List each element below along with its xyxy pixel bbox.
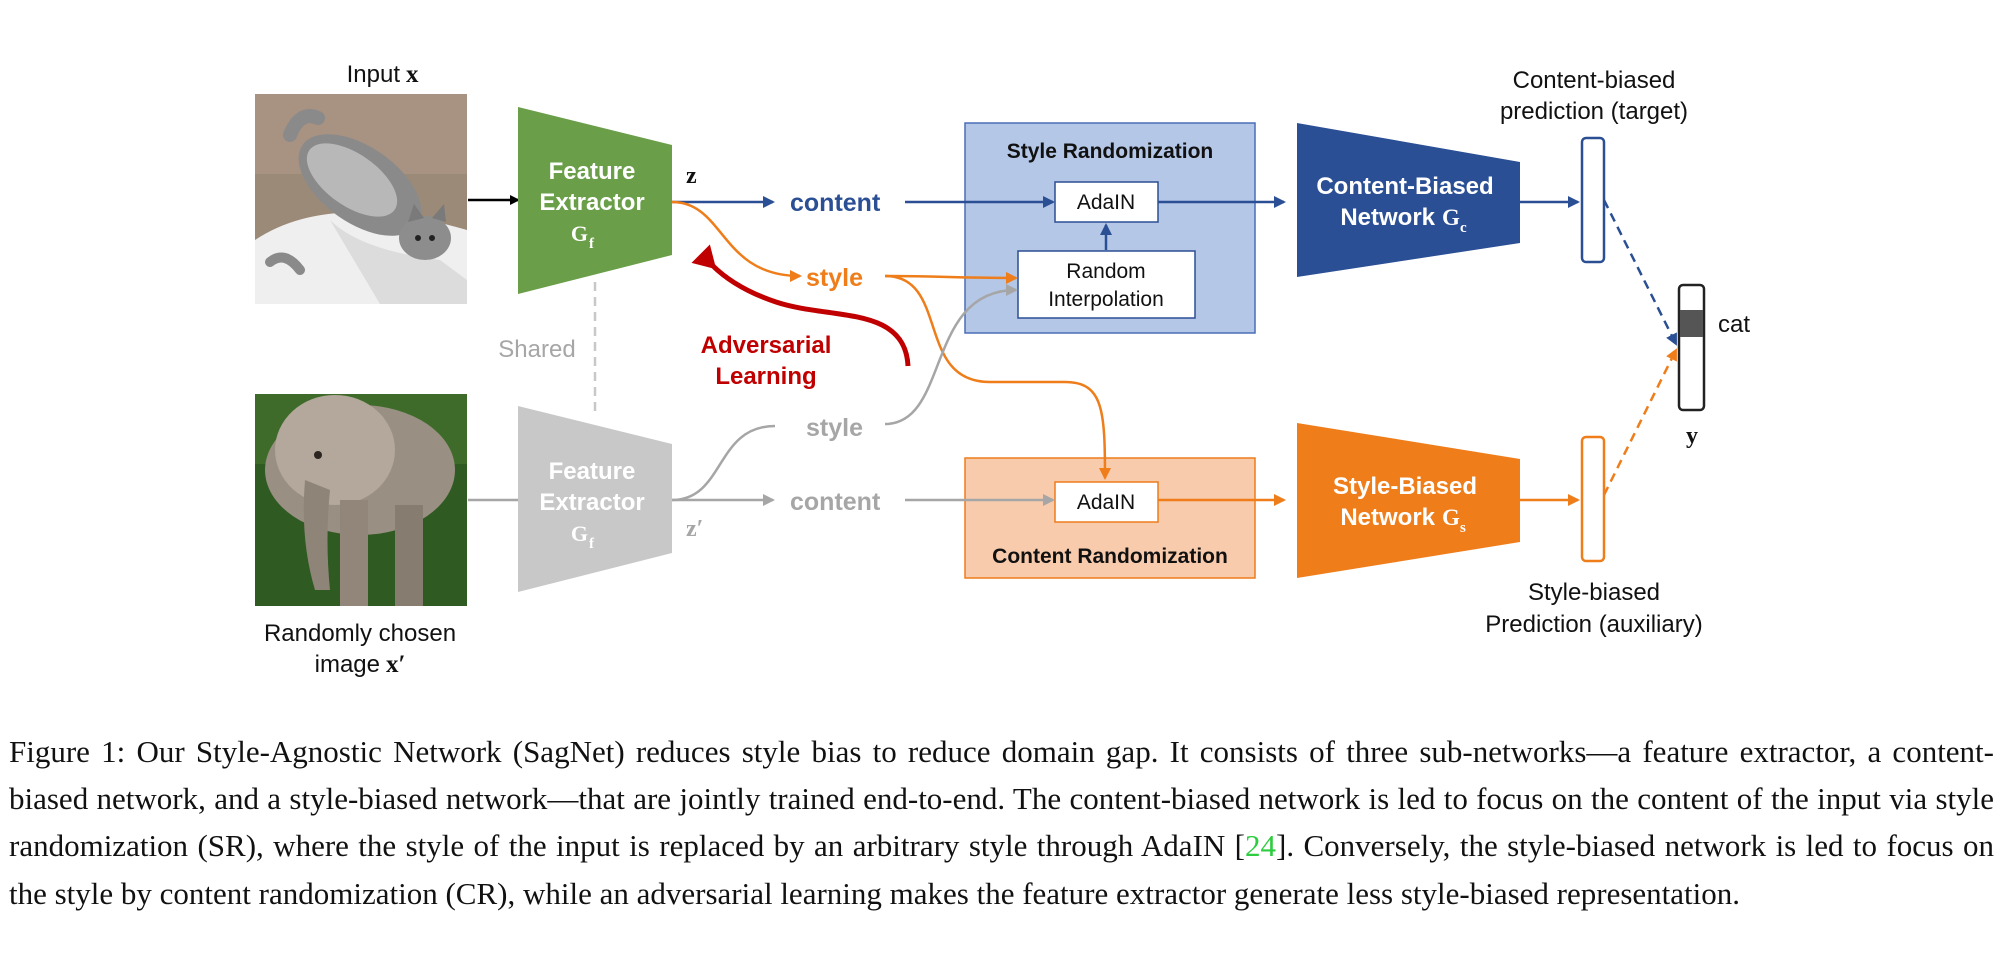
input-var: x [406, 61, 419, 88]
adain-bottom: AdaIN [1054, 481, 1159, 523]
feature-extractor-bottom-line2: Extractor [539, 489, 644, 516]
style-pred-line2: Prediction (auxiliary) [1485, 611, 1702, 638]
adversarial-line1: Adversarial [701, 332, 832, 359]
adain-top-label: AdaIN [1077, 191, 1135, 214]
content-pred-line2: prediction (target) [1500, 98, 1688, 125]
adversarial-arrow [691, 244, 911, 367]
shared-label: Shared [498, 336, 575, 363]
style-network-subscript: s [1460, 520, 1466, 536]
style-biased-network: Style-Biased Network G s [1297, 423, 1520, 578]
feature-extractor-top: Feature Extractor G f [518, 107, 672, 294]
arrow-style-to-adain-bottom [884, 274, 1111, 480]
content-network-subscript: c [1460, 220, 1467, 236]
random-image-label-line1: Randomly chosen [264, 620, 456, 647]
content-network-line2: Network [1340, 204, 1435, 231]
random-interp-line2: Interpolation [1048, 288, 1164, 311]
caption-text-before: Figure 1: Our Style-Agnostic Network (Sa… [9, 734, 1994, 864]
caption-text-after: ]. Conversely, the style-biased network … [9, 828, 1995, 911]
content-biased-network: Content-Biased Network G c [1297, 123, 1520, 277]
adain-bottom-label: AdaIN [1077, 491, 1135, 514]
output-vector [1677, 283, 1706, 412]
arrow-z-to-style [671, 200, 802, 282]
arrow-style-pred-to-output [1602, 348, 1678, 496]
content-label-bottom: content [790, 488, 881, 516]
z-prime-label: z′ [686, 516, 703, 542]
feature-extractor-top-subscript: f [589, 236, 595, 252]
feature-extractor-top-line1: Feature [549, 158, 636, 185]
content-prediction-vector [1580, 136, 1606, 264]
feature-extractor-bottom-symbol: G [571, 521, 588, 546]
z-label: z [686, 163, 697, 189]
feature-extractor-bottom-subscript: f [589, 536, 595, 552]
arrow-style-bottom-to-interp [884, 284, 1018, 426]
style-randomization-title: Style Randomization [1007, 140, 1214, 163]
feature-extractor-top-line2: Extractor [539, 189, 644, 216]
citation-link[interactable]: 24 [1245, 828, 1277, 864]
feature-extractor-top-symbol: G [571, 221, 588, 246]
content-randomization-title: Content Randomization [992, 545, 1228, 568]
feature-extractor-bottom-line1: Feature [549, 458, 636, 485]
adain-top: AdaIN [1054, 181, 1159, 223]
random-image-var: x′ [386, 651, 406, 678]
arrow-zprime-to-style [671, 424, 776, 502]
content-pred-line1: Content-biased [1513, 67, 1676, 94]
input-label: Input [347, 61, 401, 88]
content-label-top: content [790, 189, 881, 217]
style-network-symbol: G [1442, 505, 1460, 530]
random-image-label-line2: image [315, 651, 380, 678]
style-pred-line1: Style-biased [1528, 579, 1660, 606]
random-interpolation: Random Interpolation [1017, 250, 1196, 319]
style-prediction-vector [1580, 435, 1606, 563]
content-network-line1: Content-Biased [1316, 173, 1493, 200]
cat-image [255, 94, 467, 304]
arrow-style-to-interp [884, 271, 1018, 284]
output-class-label: cat [1718, 311, 1750, 338]
adversarial-line2: Learning [715, 363, 816, 390]
style-label-top: style [806, 264, 863, 292]
random-interp-line1: Random [1066, 260, 1145, 283]
elephant-image [255, 394, 467, 606]
output-class-cell [1680, 310, 1703, 337]
figure-caption: Figure 1: Our Style-Agnostic Network (Sa… [9, 728, 1994, 917]
style-label-bottom: style [806, 414, 863, 442]
output-var: y [1686, 423, 1698, 449]
diagram-canvas: Input x Randomly chosen image x′ Feature [255, 61, 1750, 678]
arrow-content-pred-to-output [1602, 199, 1678, 346]
style-network-line1: Style-Biased [1333, 473, 1477, 500]
feature-extractor-bottom: Feature Extractor G f [518, 406, 672, 592]
style-network-line2: Network [1340, 504, 1435, 531]
content-network-symbol: G [1442, 205, 1460, 230]
